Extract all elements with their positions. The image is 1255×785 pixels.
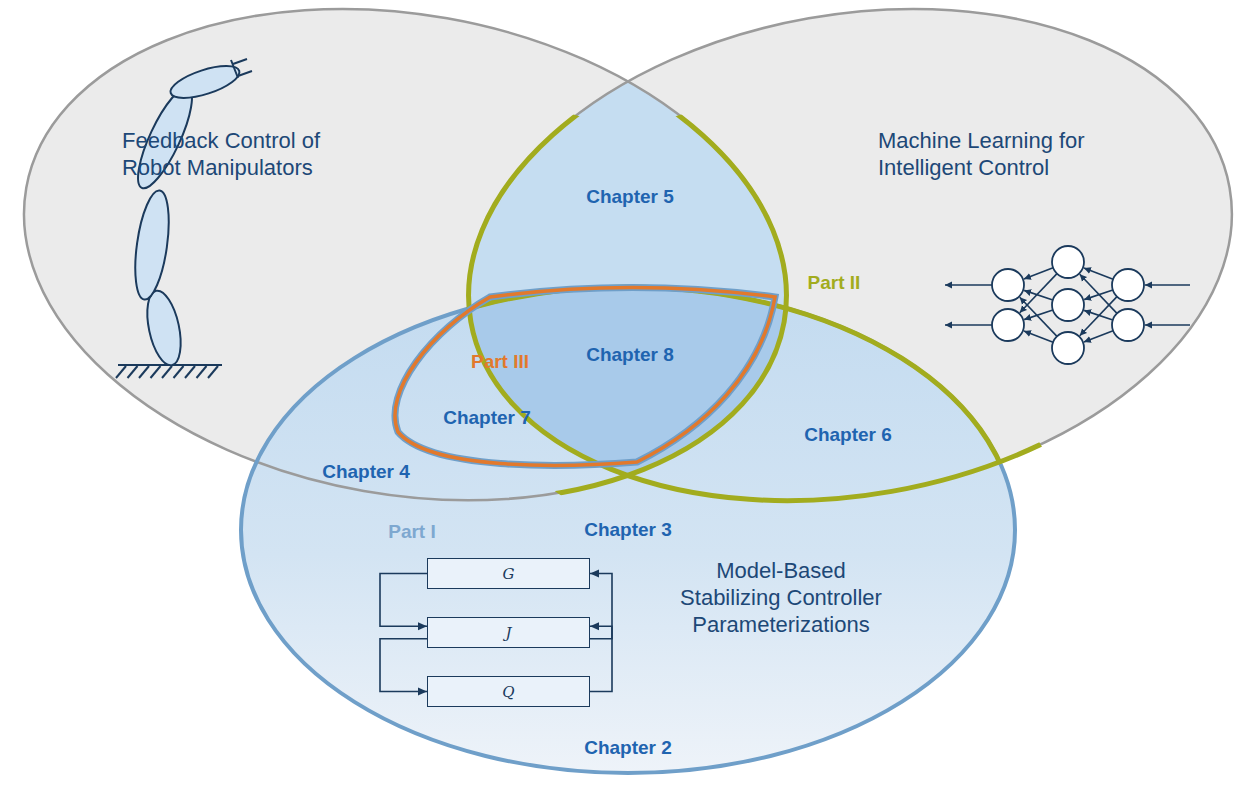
- ground-hatch: [151, 366, 161, 378]
- ground-hatch: [139, 366, 149, 378]
- nn-output: [945, 284, 992, 286]
- nn-link: [1084, 268, 1113, 279]
- nn-link: [1084, 310, 1113, 320]
- nn-link: [1024, 331, 1053, 342]
- neural-network-icon: [945, 246, 1190, 364]
- ellipse-border: [0, 0, 826, 558]
- part-label: Part II: [808, 272, 861, 295]
- chapter-label: Chapter 8: [586, 344, 674, 367]
- robot-arm-icon: [116, 59, 252, 378]
- nn-neuron: [1112, 269, 1144, 301]
- nn-output: [945, 324, 992, 326]
- ground-hatch: [174, 366, 184, 378]
- block-symbol: J: [505, 624, 511, 642]
- nn-neuron: [1052, 332, 1084, 364]
- nn-neuron: [992, 309, 1024, 341]
- block-box: G: [427, 558, 590, 589]
- chapter-label: Chapter 7: [443, 407, 531, 430]
- ground-hatch: [128, 366, 138, 378]
- signal-connector: [380, 574, 427, 627]
- nn-link: [1024, 268, 1053, 279]
- region-title: Machine Learning for Intelligent Control: [878, 128, 1150, 182]
- nn-link: [1024, 310, 1053, 320]
- ellipse-border: [241, 287, 1015, 773]
- ground-hatch: [197, 366, 207, 378]
- part-three-outline: [395, 288, 775, 466]
- ground-hatch: [208, 366, 218, 378]
- venn-ellipse: Feedback Control of Robot Manipulators: [24, 9, 787, 500]
- ellipse-border: [429, 0, 1255, 558]
- ground-hatch: [116, 366, 126, 378]
- block-box: J: [427, 617, 590, 648]
- block-box: Q: [427, 676, 590, 707]
- nn-neuron: [1052, 289, 1084, 321]
- nn-link: [1084, 331, 1113, 342]
- nn-neuron: [1112, 309, 1144, 341]
- triple-region: [241, 287, 1015, 773]
- chapter-label: Chapter 5: [586, 186, 674, 209]
- nn-link: [1080, 297, 1117, 336]
- chapter-label: Chapter 2: [584, 737, 672, 760]
- bottom-region: [241, 287, 1015, 773]
- signal-connector: [380, 639, 427, 692]
- chapter-label: Chapter 6: [804, 424, 892, 447]
- part-label: Part I: [388, 521, 436, 544]
- nn-link: [1080, 274, 1117, 313]
- nn-neuron: [992, 269, 1024, 301]
- ellipse-outline: [24, 9, 787, 500]
- nn-input: [1145, 284, 1190, 286]
- nn-input: [1145, 324, 1190, 326]
- ground-hatch: [185, 366, 195, 378]
- region-title: Feedback Control of Robot Manipulators: [122, 128, 362, 182]
- signal-connector: [590, 626, 612, 691]
- nn-link: [1024, 290, 1053, 300]
- part-one-inner-outline: [395, 288, 775, 466]
- ground-hatch: [162, 366, 172, 378]
- nn-neuron: [1052, 246, 1084, 278]
- signal-connector: [590, 574, 612, 639]
- region-title: Model-Based Stabilizing Controller Param…: [664, 558, 898, 638]
- chapter-label: Chapter 4: [322, 461, 410, 484]
- block-symbol: G: [503, 565, 515, 583]
- chapter-label: Chapter 3: [584, 519, 672, 542]
- part-label: Part III: [471, 351, 529, 374]
- block-symbol: Q: [502, 683, 514, 701]
